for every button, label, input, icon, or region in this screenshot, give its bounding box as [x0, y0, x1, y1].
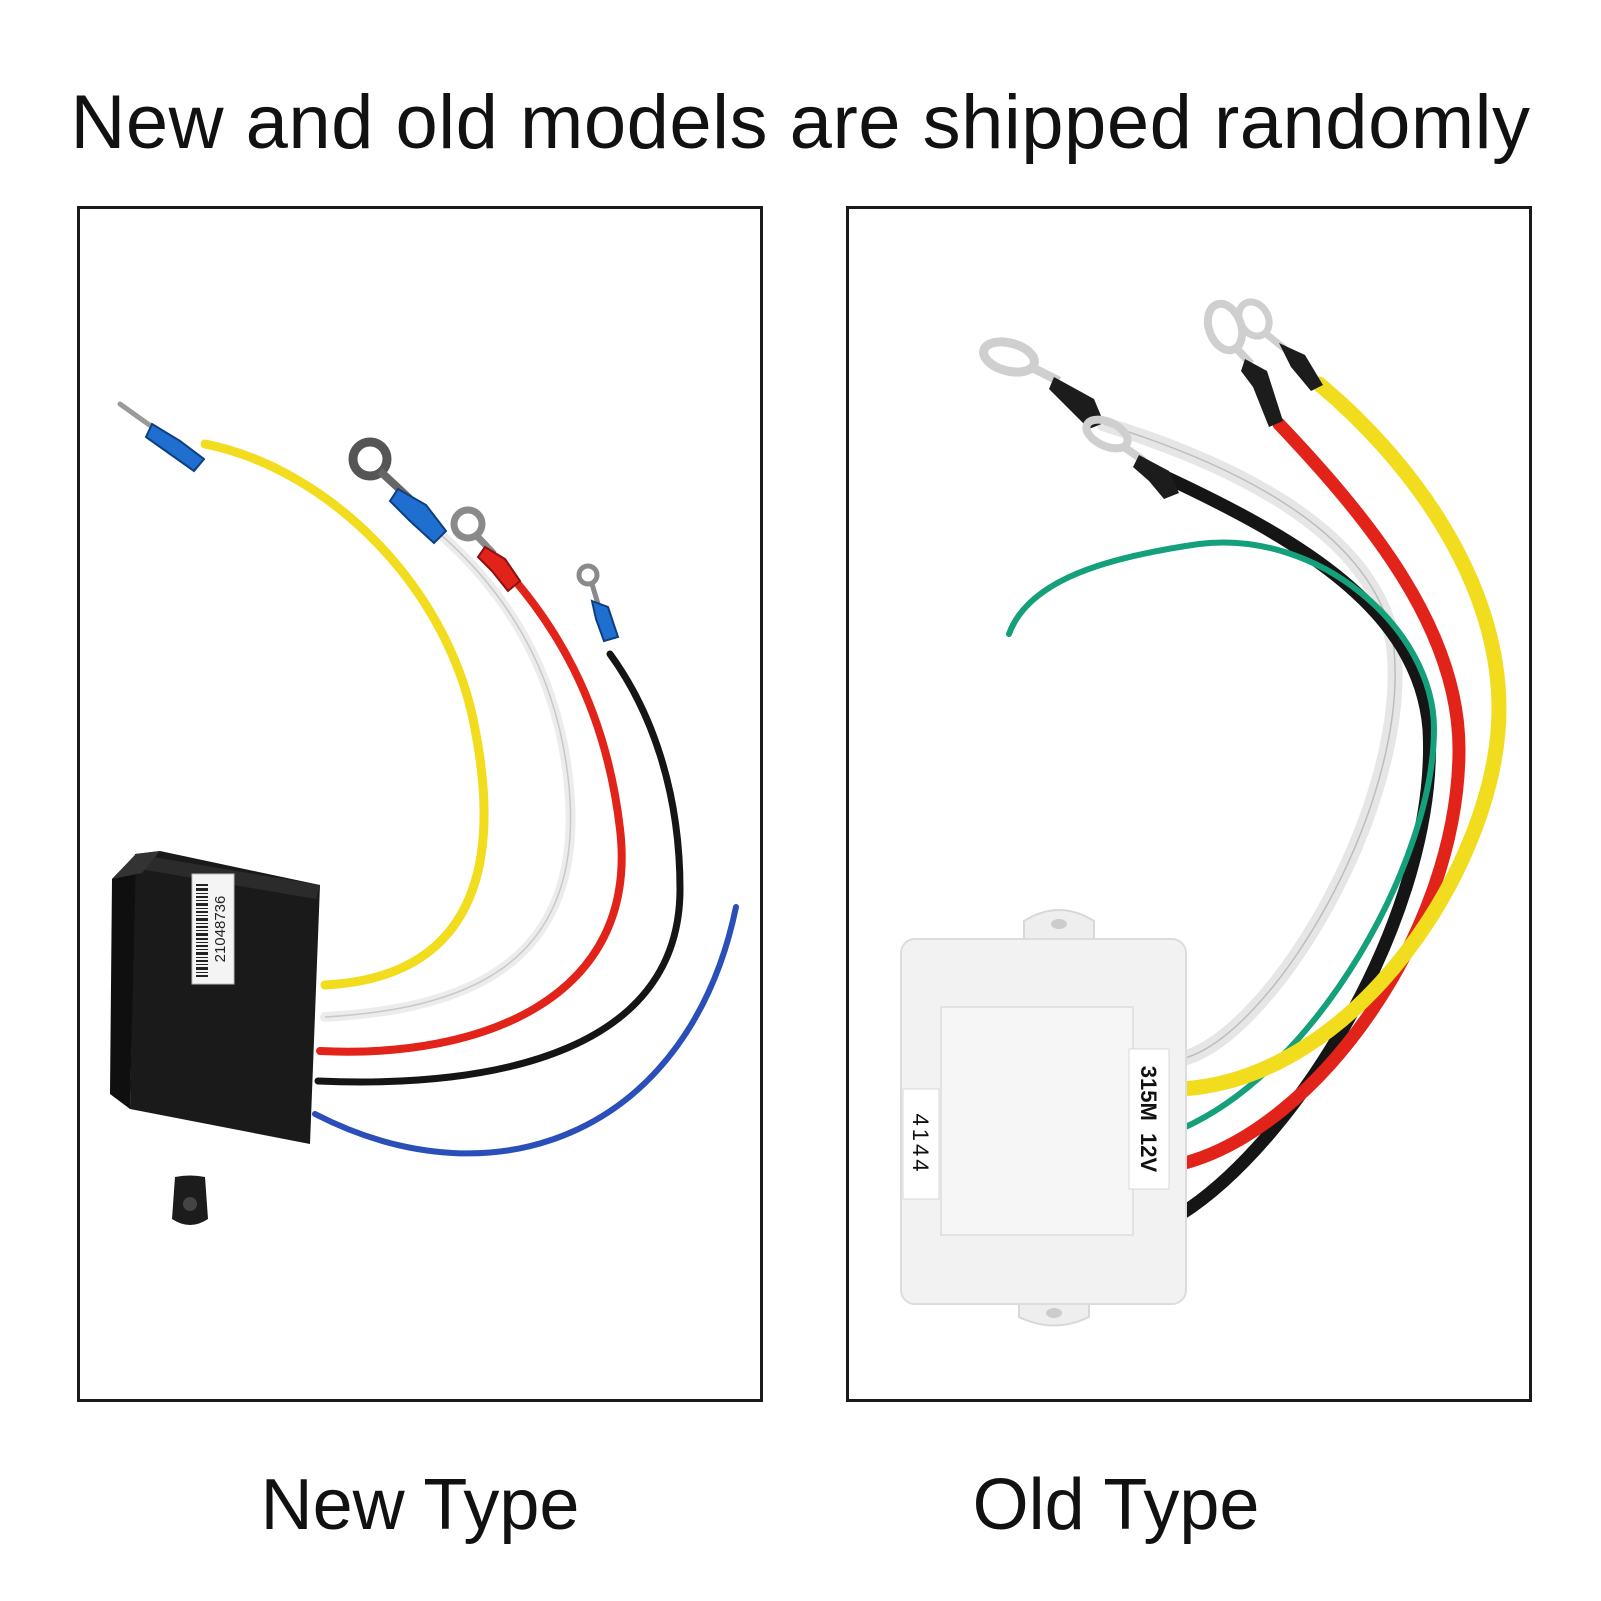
new-type-photo-panel: 21048736: [77, 206, 763, 1402]
red-wire: [1174, 417, 1466, 1171]
red-wire: [316, 565, 626, 1056]
green-wire: [1006, 539, 1438, 1132]
yellow-wire: [1173, 376, 1507, 1097]
frequency-voltage-text: 315M 12V: [1136, 1066, 1161, 1173]
barcode-number: 21048736: [212, 896, 229, 963]
black-wire-ring-terminal: [1082, 415, 1179, 499]
red-wire-ring-terminal: [450, 506, 522, 593]
white-wire-outline: [1103, 423, 1396, 1060]
model-number-text: 4144: [908, 1114, 933, 1175]
old-type-caption: Old Type: [972, 1465, 1260, 1545]
yellow-wire-pin-terminal: [117, 401, 206, 473]
frequency-voltage-label: 315M 12V: [1128, 1048, 1170, 1190]
blue-wire: [312, 904, 739, 1157]
yellow-wire-ring-terminal: [1235, 298, 1323, 391]
white-wire-ring-terminal: [979, 337, 1104, 429]
old-type-module-image: 315M 12V 4144: [900, 298, 1507, 1327]
white-wire-outline: [324, 533, 572, 1018]
barcode-label: 21048736: [191, 873, 235, 985]
old-type-photo-panel: 315M 12V 4144: [846, 206, 1532, 1402]
white-wire-ring-terminal: [348, 437, 448, 545]
black-wire: [314, 650, 684, 1086]
black-receiver-box: [110, 851, 320, 1225]
new-type-module-image: 21048736: [110, 401, 739, 1225]
model-number-label: 4144: [902, 1088, 940, 1200]
yellow-wire: [200, 439, 489, 990]
headline: New and old models are shipped randomly: [70, 80, 1531, 165]
black-wire-ring-terminal: [576, 563, 620, 643]
white-receiver-box: [900, 909, 1187, 1327]
new-type-caption: New Type: [260, 1465, 580, 1545]
